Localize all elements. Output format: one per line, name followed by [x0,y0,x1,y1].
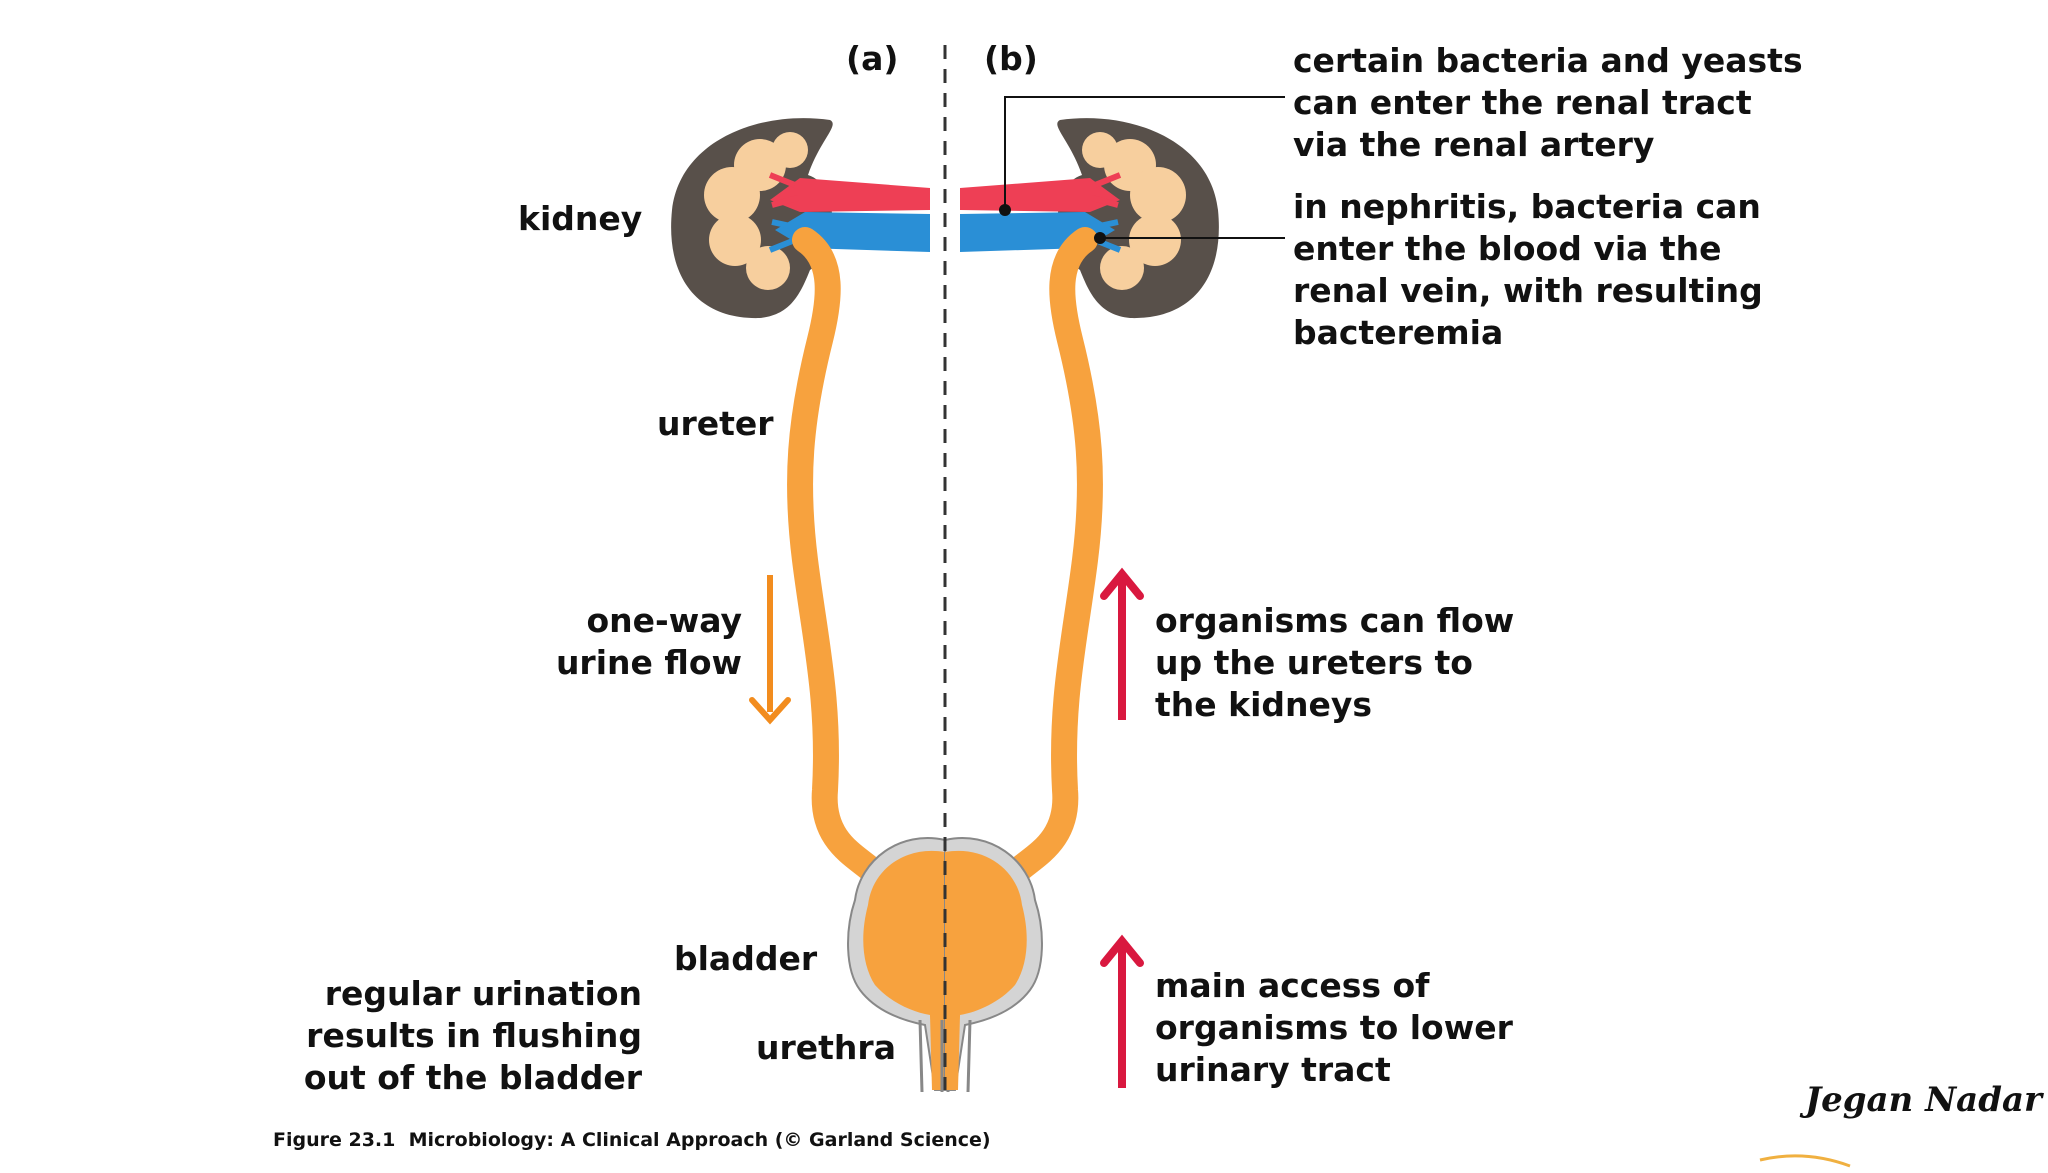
decorative-swoosh [1759,1154,1851,1168]
renal-artery-annotation: certain bacteria and yeasts can enter th… [1293,41,1803,164]
main-access-annotation: main access of organisms to lower urinar… [1155,966,1513,1089]
ascending-infection-annotation: organisms can flow up the ureters to the… [1155,601,1515,724]
urine-flow-label: one-way urine flow [555,601,742,682]
panel-label-a: (a) [846,39,899,78]
nephritis-annotation: in nephritis, bacteria can enter the blo… [1293,187,1763,352]
author-signature: Jegan Nadar [1805,1080,2042,1120]
kidney-label: kidney [518,199,643,238]
ureter-label: ureter [657,404,774,443]
urine-flow-arrow [749,575,791,725]
lower-tract-access-arrow [1100,934,1144,1088]
bladder-label: bladder [674,939,818,978]
ascending-infection-arrow [1100,567,1144,720]
panel-label-b: (b) [984,39,1038,78]
flushing-label: regular urination results in flushing ou… [303,974,642,1097]
urethra-label: urethra [756,1028,896,1067]
figure-caption: Figure 23.1 Microbiology: A Clinical App… [273,1129,991,1151]
annotation-leaders [999,96,1285,244]
